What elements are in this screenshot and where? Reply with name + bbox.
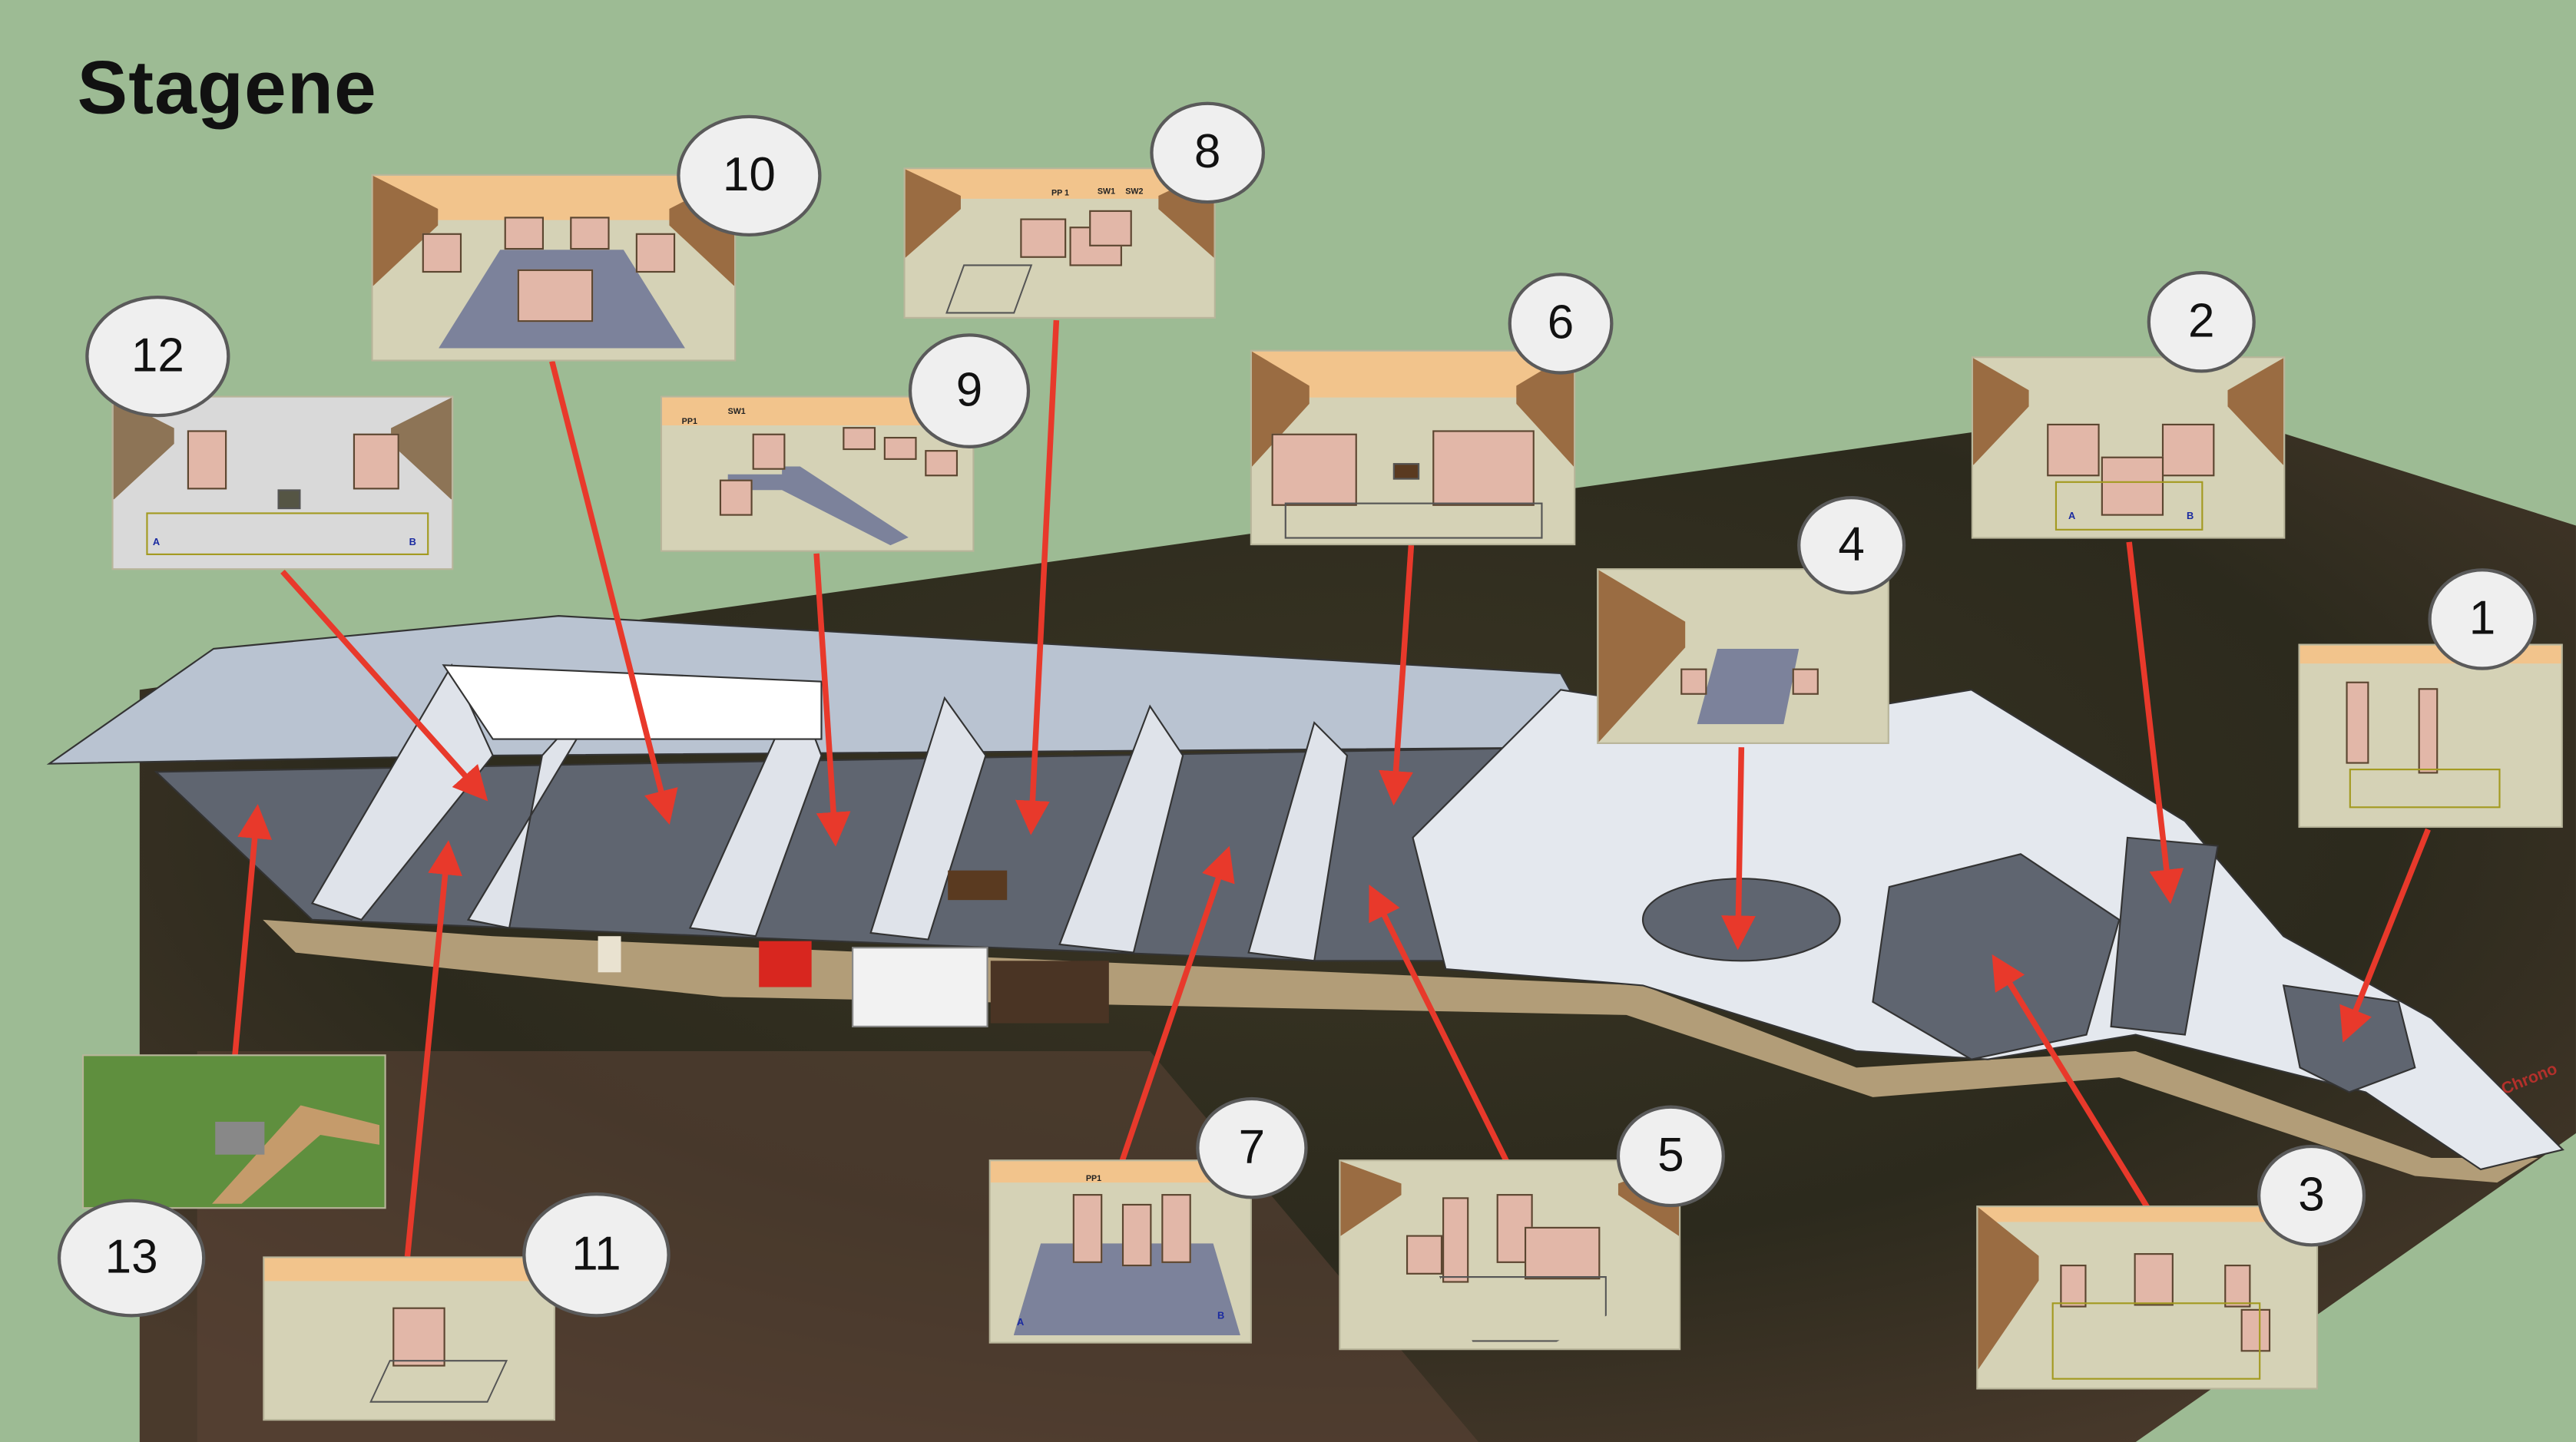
stage-10-arrow [549, 360, 678, 825]
stage-9-thumbnail[interactable]: PP1 SW1 [662, 397, 973, 551]
stage-9-label-sw1: SW1 [727, 407, 746, 418]
stage-8-badge: 8 [1150, 101, 1266, 204]
stage-7-arrow [1119, 845, 1235, 1163]
stage-1-badge: 1 [2428, 568, 2537, 670]
stage-13-arrow [232, 804, 273, 1057]
stage-8-thumbnail[interactable]: PP 1 SW1 SW2 [905, 169, 1214, 317]
stage-12-arrow [280, 569, 488, 802]
stage-5-thumbnail[interactable] [1340, 1161, 1680, 1349]
slide-title: Stagene [77, 44, 377, 130]
stage-2-badge: 2 [2147, 270, 2256, 373]
stage-5-badge: 5 [1616, 1105, 1725, 1208]
stage-12-thumbnail[interactable]: A B [113, 397, 452, 569]
stage-4-thumbnail[interactable] [1598, 570, 1888, 742]
stage-8-label-sw1: SW1 [1097, 187, 1116, 197]
stage-6-arrow [1379, 544, 1415, 806]
stage-7-label-pp1: PP1 [1085, 1174, 1102, 1185]
stage-6-badge: 6 [1508, 273, 1614, 375]
stage-9-label-pp1: PP1 [681, 417, 697, 428]
stage-7-label-b: B [1217, 1312, 1225, 1322]
berms [310, 663, 1349, 962]
stage-4-arrow [1721, 747, 1756, 951]
stage-8-arrow [1015, 319, 1060, 835]
stage-10-badge: 10 [677, 114, 822, 237]
stage-3-arrow [1992, 954, 2150, 1209]
stage-1-arrow [2339, 828, 2431, 1043]
stage-4-badge: 4 [1797, 495, 1906, 595]
stage-13-badge: 13 [57, 1199, 206, 1318]
stage-12-badge: 12 [85, 296, 230, 418]
stage-5-arrow [1369, 885, 1509, 1163]
stage-7-badge: 7 [1196, 1096, 1308, 1199]
stage-11-thumbnail[interactable] [264, 1258, 554, 1420]
stage-9-arrow [813, 553, 851, 847]
stage-13-thumbnail[interactable] [84, 1056, 385, 1208]
stage-10-thumbnail[interactable] [372, 175, 735, 360]
stage-6-thumbnail[interactable] [1251, 351, 1574, 544]
stage-3-badge: 3 [2256, 1144, 2366, 1247]
stage-2-label-a: A [2068, 512, 2076, 523]
arrows [232, 319, 2431, 1257]
range-buildings [598, 870, 1109, 1027]
stage-3-thumbnail[interactable] [1978, 1207, 2316, 1388]
stage-8-label-pp1: PP 1 [1051, 188, 1069, 199]
stage-7-label-a: A [1017, 1318, 1025, 1329]
stage-12-label-a: A [152, 538, 161, 549]
stage-9-badge: 9 [908, 333, 1031, 448]
stage-12-label-b: B [409, 538, 416, 549]
stage-11-arrow [404, 840, 462, 1257]
access-road [263, 919, 2538, 1183]
stage-11-badge: 11 [522, 1192, 670, 1318]
stage-7-thumbnail[interactable]: PP1 A B [990, 1161, 1250, 1342]
stage-2-thumbnail[interactable]: A B [1972, 358, 2284, 537]
stage-8-label-sw2: SW2 [1125, 187, 1144, 197]
stage-2-arrow [2126, 541, 2184, 905]
stage-2-label-b: B [2187, 512, 2194, 523]
stage-1-thumbnail[interactable] [2300, 645, 2561, 826]
